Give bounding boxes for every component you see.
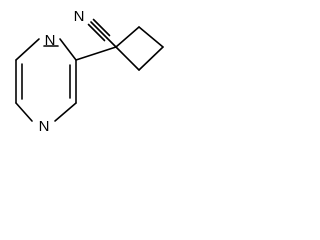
atom-pyrazine-n-bottom: N <box>39 118 50 135</box>
atom-pyrazine-n-top: N <box>45 32 56 49</box>
c-pyrazine-bond <box>75 46 117 61</box>
svg-text:N: N <box>45 32 56 49</box>
nitrile-bond <box>87 18 111 42</box>
svg-text:N: N <box>39 118 50 135</box>
c-cn-bond <box>106 37 117 48</box>
pyrazine-ring <box>15 38 77 122</box>
cyclobutane-ring <box>115 26 164 71</box>
structure-diagram: N N N <box>15 8 164 135</box>
atom-nitrile-n: N <box>74 8 85 25</box>
svg-text:N: N <box>74 8 85 25</box>
